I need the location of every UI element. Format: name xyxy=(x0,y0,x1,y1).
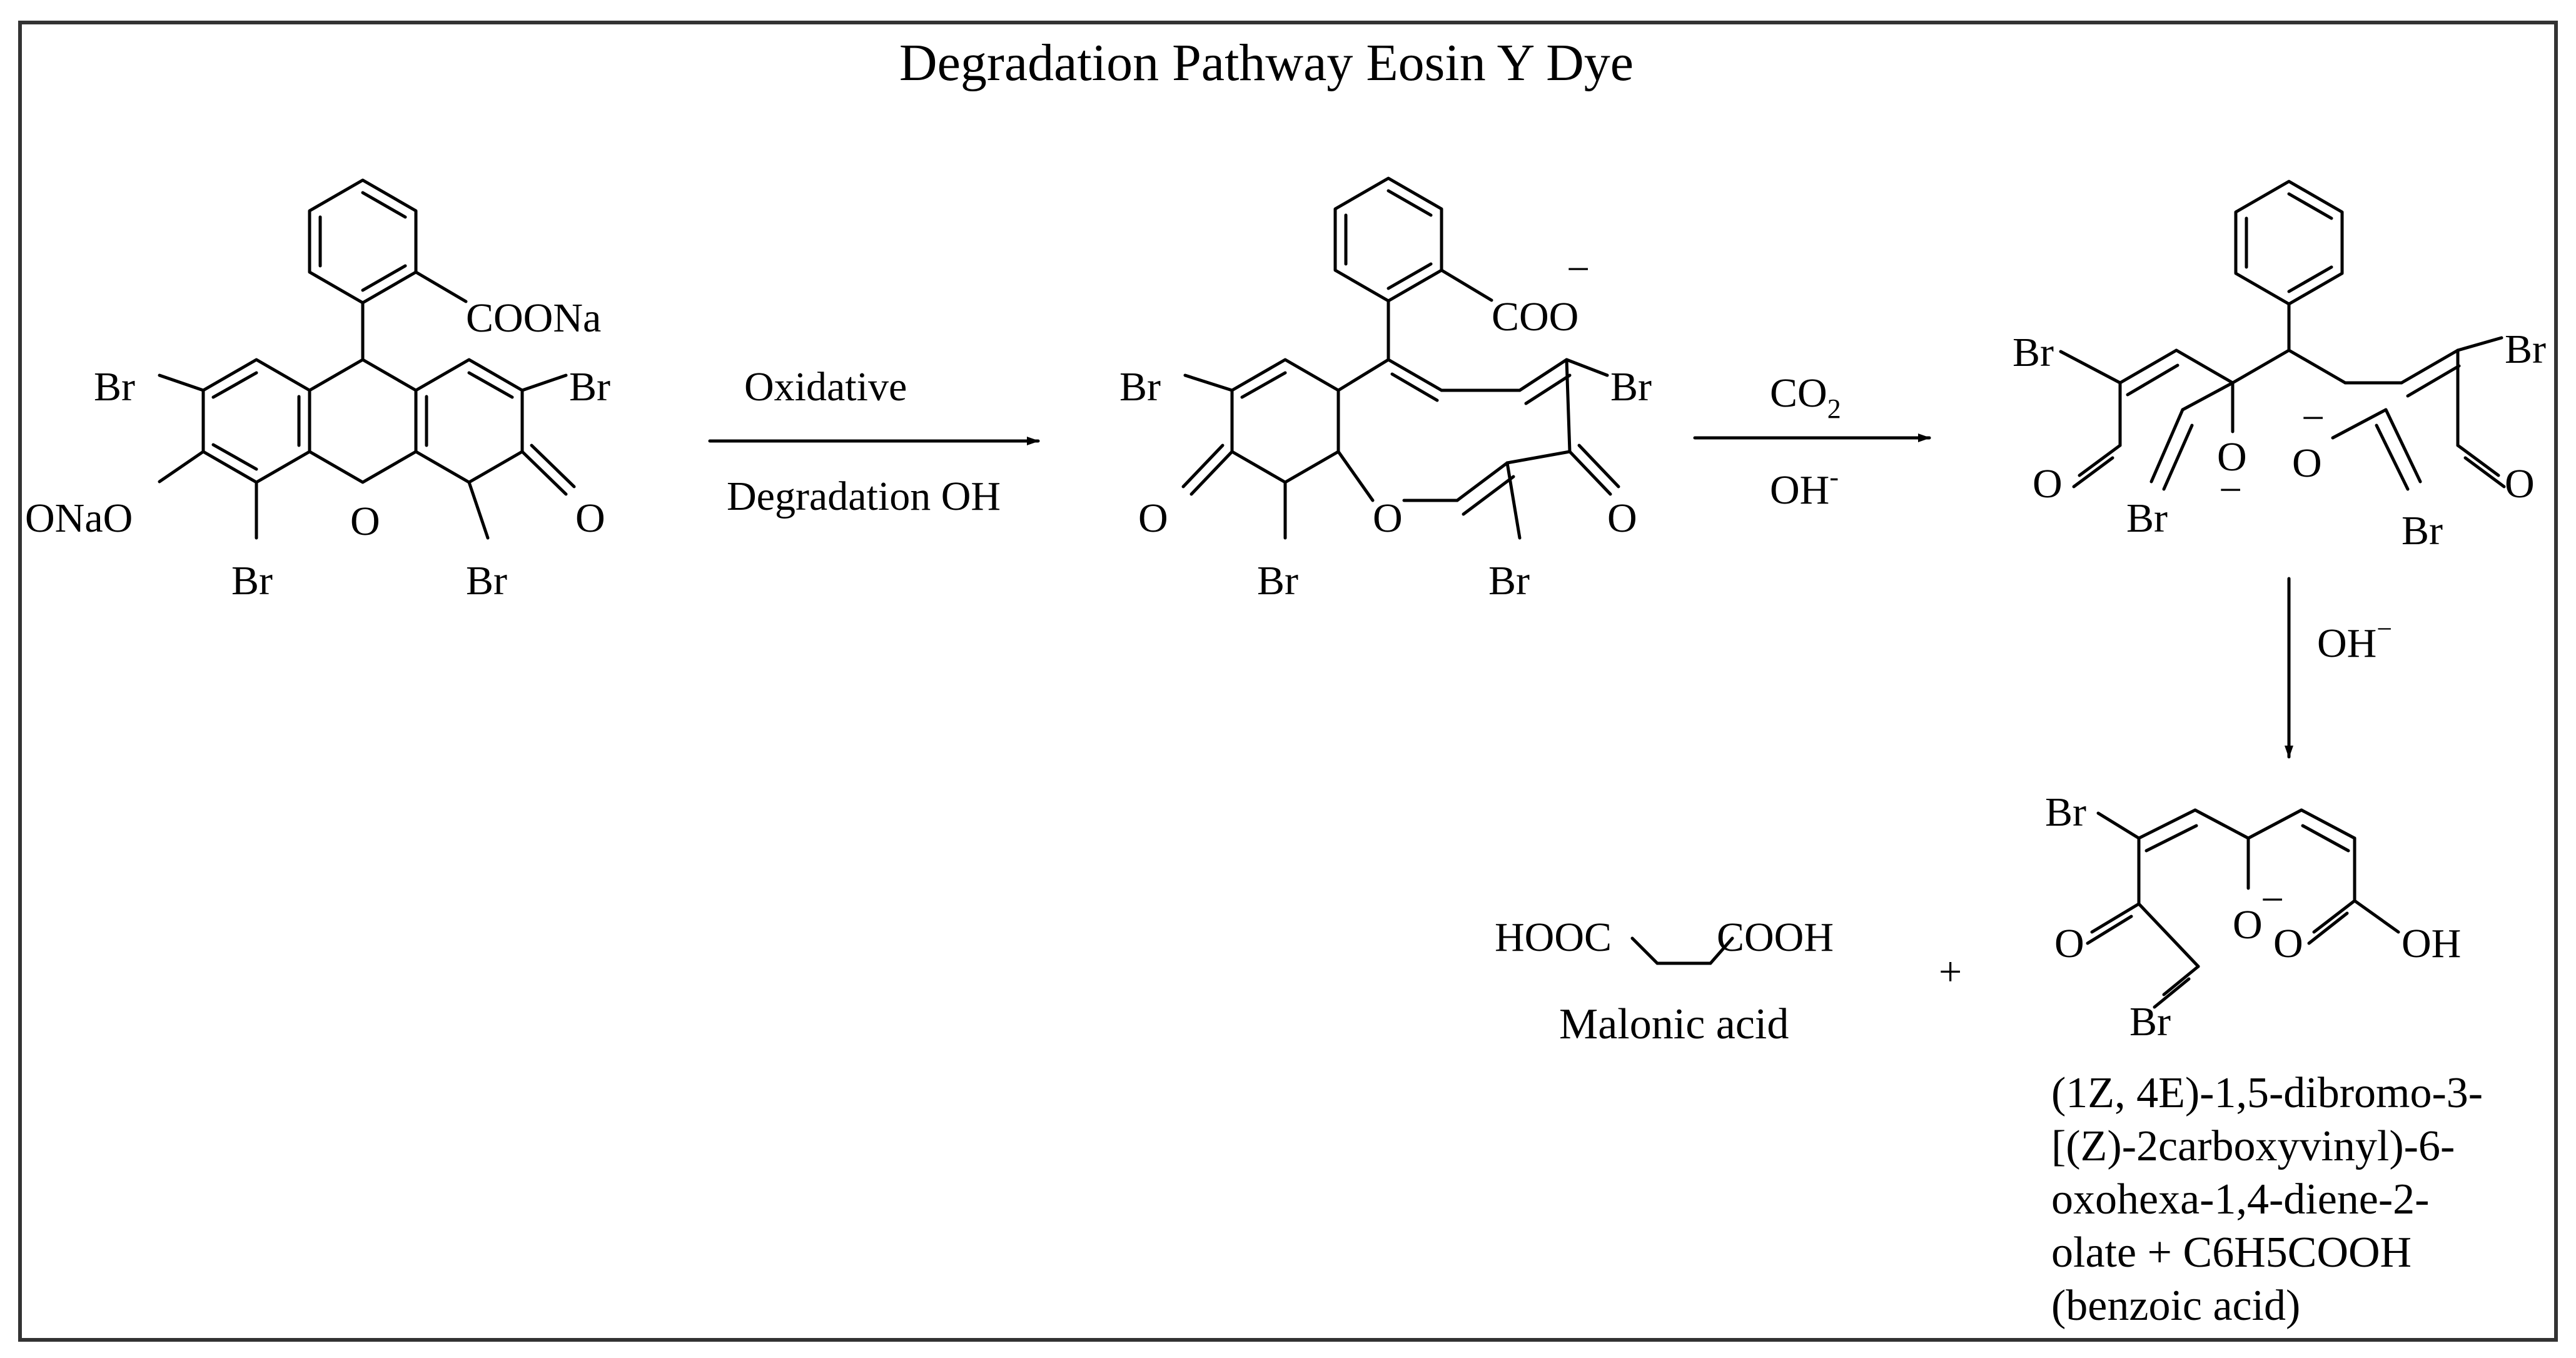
malonic-acid-name: Malonic acid xyxy=(1559,1000,1789,1048)
product-name: (1Z, 4E)-1,5-dibromo-3- [(Z)-2carboxyvin… xyxy=(2051,1069,2494,1330)
step2-label-below: OH- xyxy=(1770,462,1839,513)
product-oxygen-minus: O xyxy=(2233,902,2263,948)
intermediate2-oxygen-minus: O xyxy=(2217,434,2247,480)
eosin-br-bottom-left: Br xyxy=(231,558,273,604)
step3-arrow: OH− xyxy=(2285,577,2392,759)
step2-arrow: CO2 OH- xyxy=(1693,370,1931,513)
eosin-central-ring xyxy=(308,358,418,484)
eosin-keto-oxygen: O xyxy=(575,495,605,541)
intermediate1-oxygen-left: O xyxy=(1138,495,1168,541)
intermediate2-oxygen-left: O xyxy=(2033,461,2063,507)
eosin-br-bottom-right: Br xyxy=(466,558,507,604)
product-name-line-1: (1Z, 4E)-1,5-dibromo-3- xyxy=(2051,1069,2483,1117)
step2-label-above: CO2 xyxy=(1770,370,1841,424)
eosin-br-right: Br xyxy=(569,364,610,410)
step1-label-below: Degradation OH xyxy=(727,474,1001,519)
eosin-onao-label: ONaO xyxy=(25,495,133,541)
eosin-coona-label: COONa xyxy=(466,295,601,341)
intermediate2-oxygen-minus-right: O xyxy=(2292,440,2322,486)
intermediate1-left-ring xyxy=(1230,358,1340,484)
product-name-line-3: oxohexa-1,4-diene-2- xyxy=(2051,1175,2429,1224)
intermediate2-structure: Br O O − Br Br O O − Br xyxy=(2013,180,2546,554)
intermediate2-br-right: Br xyxy=(2505,327,2546,372)
intermediate1-coo-charge: − xyxy=(1567,246,1590,292)
diagram-frame xyxy=(18,21,2558,1342)
product-name-line-2: [(Z)-2carboxyvinyl)-6- xyxy=(2051,1122,2455,1170)
plus-sign: + xyxy=(1939,949,1962,995)
eosin-br-left: Br xyxy=(94,364,135,410)
intermediate2-br-left: Br xyxy=(2013,330,2054,375)
intermediate1-ring-oxygen: O xyxy=(1373,495,1403,541)
product-oxygen-acid: O xyxy=(2273,921,2303,966)
intermediate2-oxygen-minus-charge: − xyxy=(2219,467,2242,513)
eosin-ring-oxygen: O xyxy=(350,499,380,544)
intermediate2-br-mid-right: Br xyxy=(2402,508,2443,554)
intermediate1-phenyl-ring xyxy=(1333,176,1443,303)
malonic-cooh-label: COOH xyxy=(1717,915,1834,960)
intermediate1-structure: COO − O Br Br O O Br xyxy=(1119,176,1652,604)
eosin-right-ring xyxy=(414,358,524,484)
product-oxygen-left: O xyxy=(2054,921,2084,966)
product-structure: Br O Br O − O OH xyxy=(2045,789,2461,1045)
step1-arrow: Oxidative Degradation OH xyxy=(708,364,1040,519)
intermediate1-oxygen-right: O xyxy=(1607,495,1637,541)
intermediate2-oxygen-right: O xyxy=(2505,461,2535,507)
intermediate2-phenyl-ring xyxy=(2234,180,2344,306)
intermediate1-br-left: Br xyxy=(1119,364,1161,410)
eosin-left-ring xyxy=(201,358,311,484)
intermediate1-br-bottom-left: Br xyxy=(1257,558,1298,604)
product-name-line-4: olate + C6H5COOH xyxy=(2051,1229,2412,1277)
malonic-acid-structure: HOOC COOH Malonic acid xyxy=(1495,915,1834,1048)
step1-label-above: Oxidative xyxy=(744,364,907,410)
product-br-bottom: Br xyxy=(2129,999,2171,1045)
product-name-line-5: (benzoic acid) xyxy=(2051,1282,2300,1330)
eosin-phenyl-ring xyxy=(308,178,418,305)
intermediate2-br-mid-left: Br xyxy=(2126,495,2168,541)
step3-label: OH− xyxy=(2317,614,2392,666)
eosin-y-structure: COONa Br Br ONaO O O Br Br xyxy=(25,178,610,604)
intermediate1-br-right: Br xyxy=(1610,364,1652,410)
product-oh-label: OH xyxy=(2402,921,2461,966)
intermediate1-br-bottom-right: Br xyxy=(1488,558,1530,604)
product-oxygen-minus-charge: − xyxy=(2261,877,2284,923)
diagram-title: Degradation Pathway Eosin Y Dye xyxy=(899,34,1634,92)
malonic-hooc-label: HOOC xyxy=(1495,915,1612,960)
intermediate2-oxygen-minus-right-charge: − xyxy=(2301,395,2325,441)
product-br-top: Br xyxy=(2045,789,2086,835)
intermediate1-coo-label: COO xyxy=(1492,294,1578,340)
